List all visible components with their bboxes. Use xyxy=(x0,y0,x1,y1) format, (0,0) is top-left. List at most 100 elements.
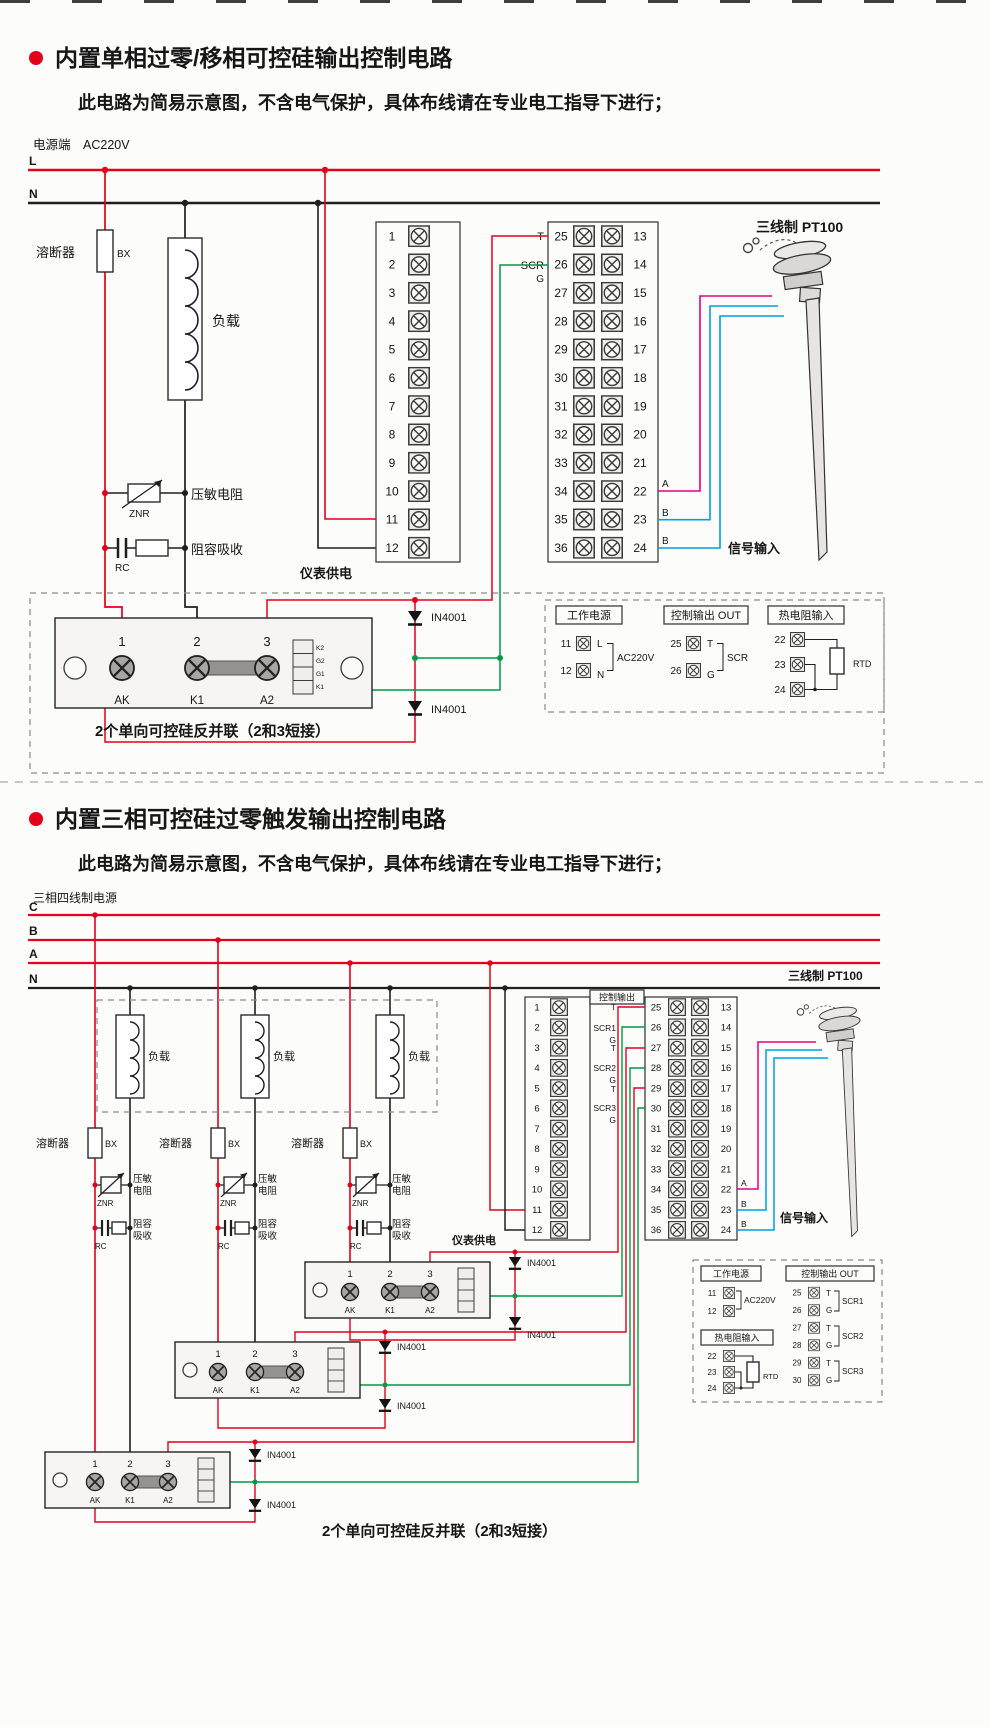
terminal-screw-icon xyxy=(550,1200,568,1219)
legend-out-t: T xyxy=(826,1324,831,1333)
terminal-number: 17 xyxy=(633,343,647,357)
terminal-number: 23 xyxy=(721,1205,732,1216)
signal-input-label: 信号输入 xyxy=(780,1210,828,1225)
terminal-screw-icon xyxy=(668,1079,686,1098)
legend-out-g: G xyxy=(826,1306,832,1315)
load-label: 负载 xyxy=(148,1049,170,1063)
module-num: 3 xyxy=(427,1269,432,1280)
terminal-screw-icon xyxy=(550,1038,568,1057)
mount-hole-icon xyxy=(340,656,364,680)
legend-rtd-label: RTD xyxy=(763,1372,779,1381)
sense-b2-label: B xyxy=(741,1219,747,1229)
terminal-screw-icon xyxy=(550,1220,568,1239)
fuse-group: 溶断器 BX 溶断器 BX 溶断器 BX xyxy=(36,1127,372,1159)
terminal-number: 25 xyxy=(554,229,568,243)
fuse-label: 溶断器 xyxy=(291,1136,324,1150)
diode-label: IN4001 xyxy=(527,1330,556,1340)
terminal-number: 26 xyxy=(651,1023,662,1034)
terminal-g-label: G xyxy=(536,274,544,285)
terminal-screw-icon xyxy=(668,1058,686,1077)
terminal-number: 24 xyxy=(633,541,647,555)
terminal-number: 30 xyxy=(793,1376,802,1385)
legend-out-scr3: SCR3 xyxy=(842,1367,864,1376)
power-source-label: 三相四线制电源 xyxy=(33,891,117,905)
diode-label: IN4001 xyxy=(527,1258,556,1268)
rc-label: 阻容 xyxy=(133,1218,153,1230)
g-label: G xyxy=(609,1115,616,1125)
terminal-block-left xyxy=(524,996,591,1241)
terminal-number: 25 xyxy=(793,1289,802,1298)
terminal-number: 27 xyxy=(793,1324,802,1333)
terminal-number: 22 xyxy=(774,635,786,646)
terminal-screw-icon xyxy=(668,1180,686,1199)
branch-wires xyxy=(104,170,376,618)
terminal-screw-icon xyxy=(668,1200,686,1219)
load-coil: 负载 xyxy=(167,237,240,401)
varistor-code: ZNR xyxy=(220,1199,237,1208)
terminal-number: 21 xyxy=(633,456,647,470)
diode-label: IN4001 xyxy=(431,612,466,624)
rc-group: 阻容 吸收 RC 阻容 吸收 RC 阻容 吸收 RC xyxy=(95,1218,412,1251)
fuse-code: BX xyxy=(117,249,131,260)
meter-supply-label: 仪表供电 xyxy=(299,566,352,581)
diode-label: IN4001 xyxy=(267,1450,296,1460)
module-num: 1 xyxy=(118,634,125,649)
section1-subtitle: 此电路为简易示意图，不含电气保护，具体布线请在专业电工指导下进行； xyxy=(78,92,672,113)
scr-module-c: 1 2 3 AK K1 A2 xyxy=(44,1451,231,1509)
terminal-number: 22 xyxy=(633,484,647,498)
module-caption: 2个单向可控硅反并联（2和3短接） xyxy=(95,722,330,740)
terminal-number: 33 xyxy=(651,1164,662,1175)
fuse-label: 溶断器 xyxy=(159,1136,192,1150)
module-pin: A2 xyxy=(163,1496,173,1505)
terminal-number: 10 xyxy=(532,1185,543,1196)
terminal-screw-icon xyxy=(573,281,595,304)
sensor-wires xyxy=(737,1041,828,1231)
terminal-number: 35 xyxy=(554,513,568,527)
diode-label: IN4001 xyxy=(397,1342,426,1352)
sense-b2-label: B xyxy=(662,536,669,547)
terminal-screw-icon xyxy=(408,310,430,333)
rc-label: 吸收 xyxy=(133,1230,153,1242)
terminal-screw-icon xyxy=(408,338,430,361)
terminal-number: 16 xyxy=(633,314,647,328)
legend-power-voltage: AC220V xyxy=(744,1295,776,1305)
legend-rtd-title: 热电阻输入 xyxy=(779,608,834,622)
bus-n-label: N xyxy=(29,972,38,986)
module-num: 3 xyxy=(263,634,270,649)
module-screw-icon xyxy=(253,654,281,682)
terminal-screw-icon xyxy=(691,1018,709,1037)
terminal-screw-icon xyxy=(601,423,623,446)
terminal-number: 5 xyxy=(534,1083,539,1094)
terminal-number: 17 xyxy=(721,1083,732,1094)
bus-a-label: A xyxy=(29,947,38,961)
module-screw-icon xyxy=(108,654,136,682)
terminal-screw-icon xyxy=(723,1287,735,1299)
scr3-label: SCR3 xyxy=(593,1103,616,1113)
module-screw-icon xyxy=(380,1282,400,1302)
diode-label: IN4001 xyxy=(267,1500,296,1510)
terminal-number: 6 xyxy=(389,371,396,385)
pt100-probe xyxy=(742,237,833,561)
varistor-label: 压敏电阻 xyxy=(191,487,243,502)
terminal-screw-icon xyxy=(550,998,568,1017)
terminal-number: 15 xyxy=(721,1043,732,1054)
terminal-number: 28 xyxy=(793,1341,802,1350)
diode-label: IN4001 xyxy=(397,1401,426,1411)
module-screw-icon xyxy=(208,1362,228,1382)
g-label: G xyxy=(609,1035,616,1045)
rc-label: 吸收 xyxy=(392,1230,412,1242)
scr1-label: SCR1 xyxy=(593,1023,616,1033)
g-label: G xyxy=(609,1075,616,1085)
terminal-screw-icon xyxy=(601,508,623,531)
terminal-screw-icon xyxy=(668,1099,686,1118)
terminal-screw-icon xyxy=(573,338,595,361)
terminal-number: 4 xyxy=(534,1063,539,1074)
terminal-number: 22 xyxy=(708,1352,717,1361)
ctrl-out-label: 控制输出 xyxy=(599,992,635,1003)
fuse-code: BX xyxy=(360,1139,372,1149)
